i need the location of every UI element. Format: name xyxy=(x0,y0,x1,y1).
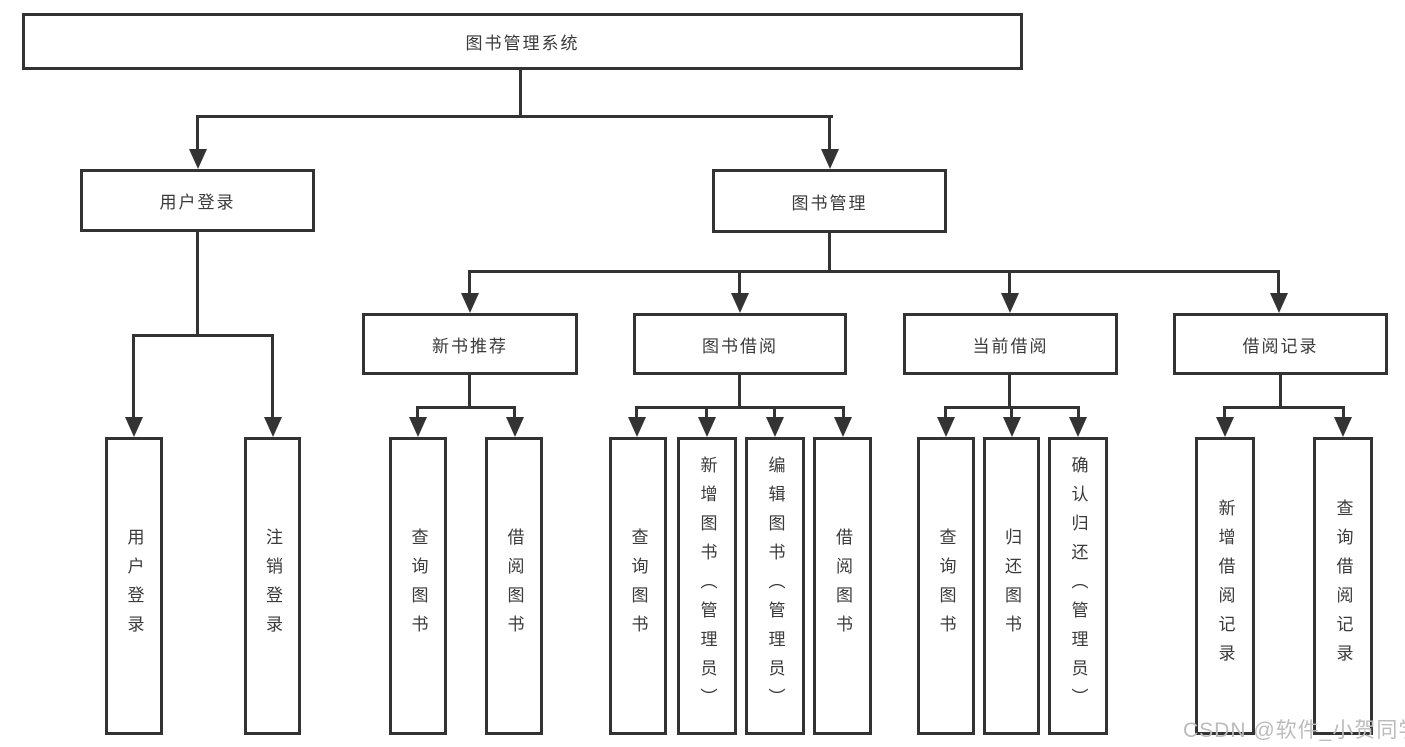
arrowhead-icon xyxy=(1069,417,1087,437)
connector-line xyxy=(1010,406,1013,421)
connector-line xyxy=(1223,406,1345,409)
node-new-book-recommend-label: 新书推荐 xyxy=(432,336,508,356)
connector-line xyxy=(132,334,135,421)
leaf-query-books-current-label: 查询图书 xyxy=(936,528,956,644)
leaf-add-borrow-record: 新增借阅记录 xyxy=(1195,437,1255,735)
connector-line xyxy=(738,375,741,409)
arrowhead-icon xyxy=(821,149,839,169)
arrowhead-icon xyxy=(628,417,646,437)
leaf-logout-label: 注销登录 xyxy=(263,528,282,644)
node-library-system-label: 图书管理系统 xyxy=(465,34,580,53)
connector-line xyxy=(1008,270,1011,297)
connector-line xyxy=(468,270,471,297)
arrowhead-icon xyxy=(264,417,282,437)
connector-line xyxy=(468,270,1280,273)
leaf-edit-books-admin: 编辑图书（管理员） xyxy=(745,437,805,735)
connector-line xyxy=(738,270,741,297)
node-book-borrowing: 图书借阅 xyxy=(633,313,847,375)
arrowhead-icon xyxy=(731,293,749,313)
connector-line xyxy=(1077,406,1080,421)
connector-line xyxy=(1223,406,1226,421)
leaf-add-books-admin: 新增图书（管理员） xyxy=(677,437,737,735)
connector-line xyxy=(1008,375,1011,409)
leaf-add-borrow-record-label: 新增借阅记录 xyxy=(1215,499,1235,673)
connector-line xyxy=(468,375,471,409)
leaf-confirm-return-admin: 确认归还（管理员） xyxy=(1048,437,1108,735)
node-user-login-label: 用户登录 xyxy=(159,193,236,212)
connector-line xyxy=(513,406,516,421)
arrowhead-icon xyxy=(461,293,479,313)
connector-line xyxy=(842,406,845,421)
leaf-confirm-return-admin-label: 确认归还（管理员） xyxy=(1068,455,1088,717)
node-book-management: 图书管理 xyxy=(712,169,947,233)
connector-line xyxy=(635,406,845,409)
connector-line xyxy=(1277,270,1280,297)
connector-line xyxy=(705,406,708,421)
leaf-return-books-label: 归还图书 xyxy=(1002,528,1021,644)
leaf-query-books-recommend: 查询图书 xyxy=(389,437,447,735)
arrowhead-icon xyxy=(1334,417,1352,437)
node-user-login: 用户登录 xyxy=(80,169,315,232)
connector-line xyxy=(416,406,419,421)
connector-line xyxy=(773,406,776,421)
leaf-add-books-admin-label: 新增图书（管理员） xyxy=(697,455,717,717)
node-new-book-recommend: 新书推荐 xyxy=(362,313,578,375)
leaf-user-login: 用户登录 xyxy=(105,437,163,735)
node-current-borrowing: 当前借阅 xyxy=(903,313,1118,375)
leaf-query-books-borrowing-label: 查询图书 xyxy=(628,528,648,644)
leaf-query-books-current: 查询图书 xyxy=(917,437,975,735)
node-borrowing-records-label: 借阅记录 xyxy=(1242,336,1319,356)
connector-line xyxy=(828,233,831,272)
arrowhead-icon xyxy=(125,417,143,437)
leaf-query-borrow-record: 查询借阅记录 xyxy=(1313,437,1373,735)
arrowhead-icon xyxy=(1270,293,1288,313)
csdn-watermark: CSDN @软件_小贺同学 xyxy=(1183,719,1405,742)
leaf-logout: 注销登录 xyxy=(244,437,301,735)
arrowhead-icon xyxy=(698,417,716,437)
arrowhead-icon xyxy=(834,417,852,437)
arrowhead-icon xyxy=(189,149,207,169)
leaf-borrow-books-label: 借阅图书 xyxy=(833,528,852,644)
arrowhead-icon xyxy=(409,417,427,437)
connector-line xyxy=(635,406,638,421)
connector-line xyxy=(416,406,516,409)
node-book-borrowing-label: 图书借阅 xyxy=(702,336,778,356)
leaf-user-login-label: 用户登录 xyxy=(124,528,144,644)
connector-line xyxy=(1342,406,1345,421)
leaf-return-books: 归还图书 xyxy=(983,437,1040,735)
leaf-borrow-books: 借阅图书 xyxy=(813,437,872,735)
leaf-query-books-borrowing: 查询图书 xyxy=(609,437,667,735)
arrowhead-icon xyxy=(1216,417,1234,437)
connector-line xyxy=(271,334,274,421)
node-current-borrowing-label: 当前借阅 xyxy=(972,336,1049,356)
connector-line xyxy=(828,115,831,153)
arrowhead-icon xyxy=(506,417,524,437)
leaf-query-books-recommend-label: 查询图书 xyxy=(408,528,428,644)
arrowhead-icon xyxy=(766,417,784,437)
connector-line xyxy=(1279,375,1282,409)
arrowhead-icon xyxy=(937,417,955,437)
node-borrowing-records: 借阅记录 xyxy=(1173,313,1388,375)
leaf-query-borrow-record-label: 查询借阅记录 xyxy=(1333,499,1353,673)
leaf-edit-books-admin-label: 编辑图书（管理员） xyxy=(765,455,785,717)
arrowhead-icon xyxy=(1001,293,1019,313)
connector-line xyxy=(519,70,522,118)
connector-line xyxy=(944,406,947,421)
connector-line xyxy=(197,115,833,118)
connector-line xyxy=(133,334,274,337)
node-library-system: 图书管理系统 xyxy=(22,13,1023,70)
connector-line xyxy=(196,115,199,153)
leaf-borrow-books-recommend: 借阅图书 xyxy=(485,437,543,735)
leaf-borrow-books-recommend-label: 借阅图书 xyxy=(504,528,524,644)
node-book-management-label: 图书管理 xyxy=(791,193,868,213)
arrowhead-icon xyxy=(1003,417,1021,437)
connector-line xyxy=(196,232,199,337)
